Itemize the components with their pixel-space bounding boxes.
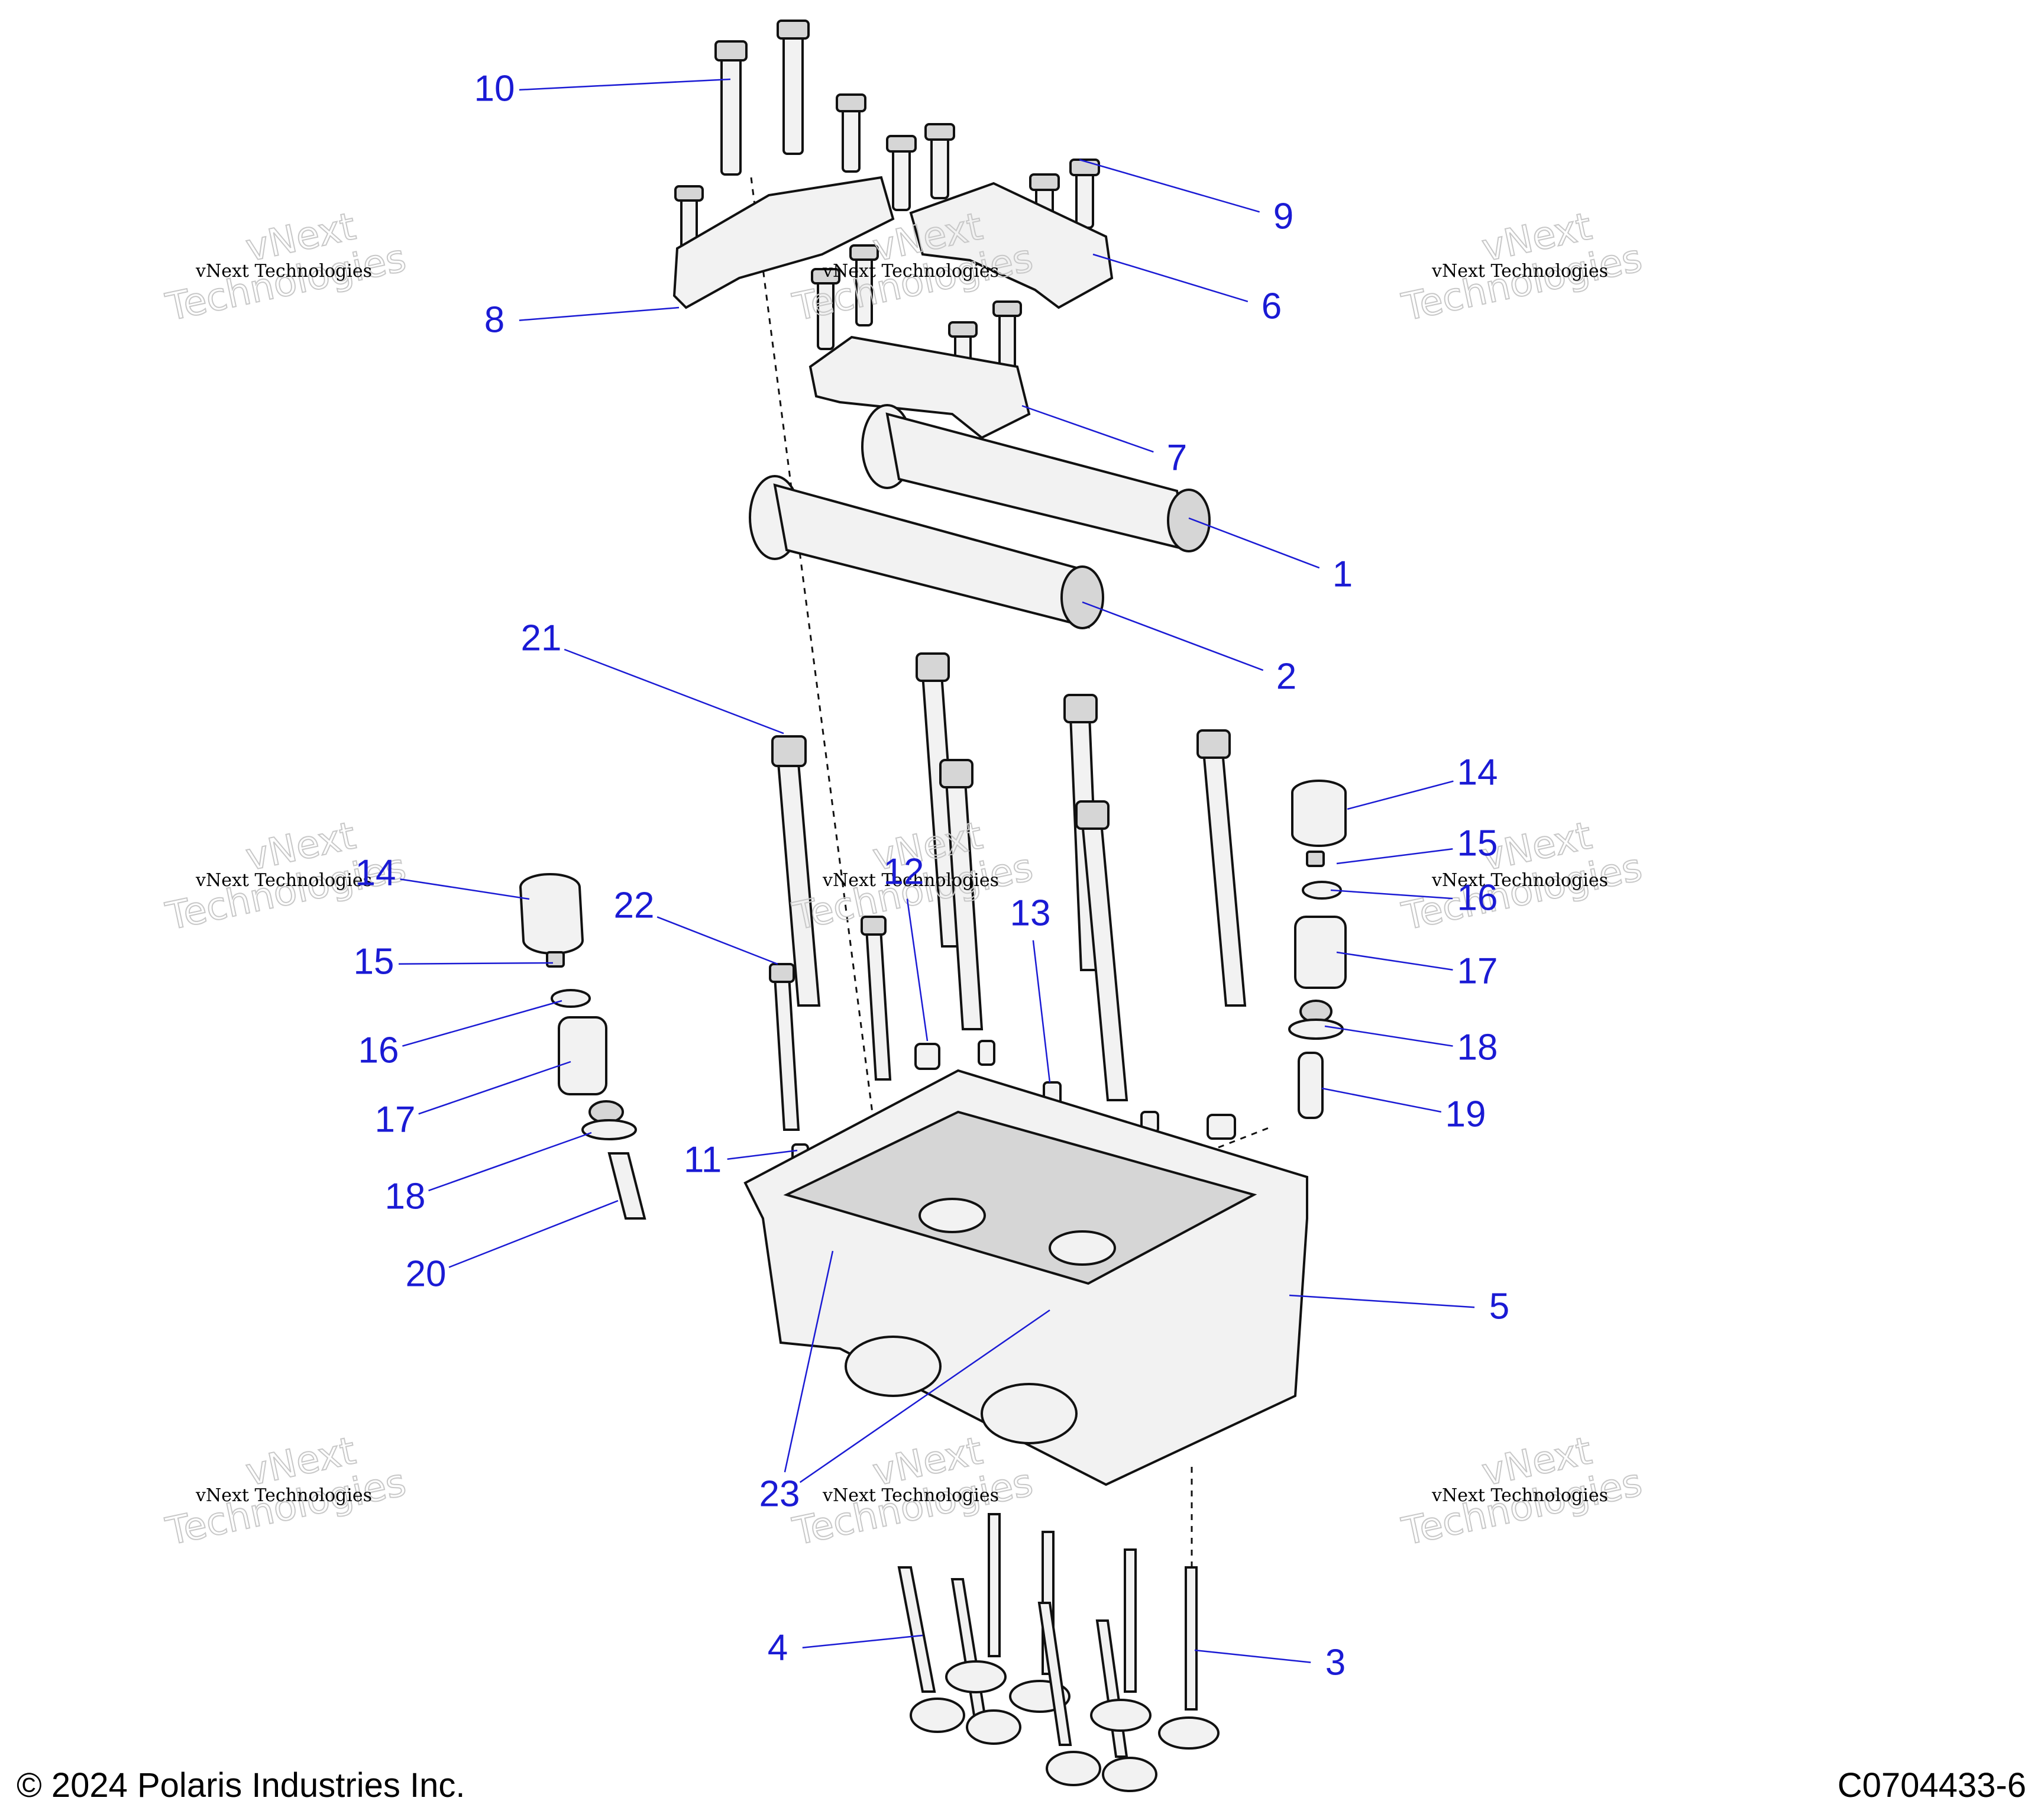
callout-number-10: 10 bbox=[474, 68, 515, 109]
callout-number-8: 8 bbox=[484, 299, 504, 340]
callout-number-16: 16 bbox=[358, 1030, 399, 1071]
callout-number-4: 4 bbox=[768, 1627, 788, 1668]
callout-leader-19 bbox=[1321, 1087, 1442, 1113]
callout-leader-11 bbox=[727, 1149, 798, 1160]
callout-number-20: 20 bbox=[406, 1253, 447, 1294]
callout-leader-13 bbox=[1032, 940, 1051, 1083]
assembly-guide-lines bbox=[750, 177, 1272, 1567]
callout-leader-22 bbox=[656, 916, 778, 965]
callout-leader-15 bbox=[398, 962, 554, 965]
callout-leader-5 bbox=[1289, 1294, 1475, 1308]
callout-number-6: 6 bbox=[1262, 286, 1282, 326]
callout-number-7: 7 bbox=[1167, 437, 1187, 478]
cam-cap-bolts bbox=[674, 20, 1100, 397]
camshafts bbox=[749, 404, 1211, 629]
valve-train-left bbox=[519, 873, 646, 1220]
callout-number-18: 18 bbox=[1457, 1027, 1498, 1068]
watermark-small: vNext Technologies bbox=[1431, 261, 1608, 282]
copyright-notice: © 2024 Polaris Industries Inc. bbox=[17, 1766, 465, 1805]
callout-number-9: 9 bbox=[1273, 196, 1293, 237]
callout-leader-9 bbox=[1079, 159, 1260, 213]
callout-number-11: 11 bbox=[684, 1139, 722, 1180]
callout-leader-14 bbox=[400, 878, 530, 900]
watermark-small: vNext Technologies bbox=[822, 261, 999, 282]
callout-leader-23-secondary bbox=[799, 1309, 1050, 1483]
callout-leader-17 bbox=[1336, 951, 1453, 971]
callout-number-15: 15 bbox=[1457, 823, 1498, 864]
callout-leader-7 bbox=[1021, 405, 1154, 453]
watermark-small: vNext Technologies bbox=[195, 1485, 372, 1506]
callout-number-5: 5 bbox=[1489, 1286, 1509, 1327]
callout-number-12: 12 bbox=[884, 851, 924, 892]
watermark-small: vNext Technologies bbox=[1431, 1485, 1608, 1506]
valves bbox=[897, 1513, 1220, 1792]
dowels bbox=[791, 1040, 1236, 1167]
callout-number-19: 19 bbox=[1445, 1094, 1486, 1134]
callout-leader-23 bbox=[784, 1250, 834, 1473]
callout-leader-14 bbox=[1347, 780, 1454, 810]
callout-leader-17 bbox=[418, 1061, 571, 1115]
callout-leader-10 bbox=[519, 78, 731, 91]
callout-number-1: 1 bbox=[1333, 554, 1353, 594]
callout-leader-21 bbox=[564, 648, 784, 735]
cylinder-head bbox=[743, 1069, 1308, 1486]
watermark-small: vNext Technologies bbox=[822, 870, 999, 891]
callout-number-17: 17 bbox=[375, 1099, 416, 1140]
callout-number-3: 3 bbox=[1325, 1642, 1346, 1683]
watermark-small: vNext Technologies bbox=[822, 1485, 999, 1506]
callout-number-15: 15 bbox=[354, 941, 394, 982]
callout-leader-18 bbox=[428, 1131, 592, 1192]
callout-leader-2 bbox=[1082, 601, 1264, 671]
callout-number-21: 21 bbox=[521, 617, 562, 658]
callout-number-14: 14 bbox=[1457, 752, 1498, 793]
cam-caps bbox=[672, 176, 1114, 439]
valve-train-right bbox=[1288, 780, 1347, 1119]
callout-number-2: 2 bbox=[1276, 656, 1296, 697]
callout-leader-1 bbox=[1188, 517, 1320, 569]
callout-leader-3 bbox=[1194, 1649, 1311, 1663]
callout-leader-16 bbox=[402, 1000, 562, 1047]
callout-leader-8 bbox=[519, 306, 680, 321]
callout-number-16: 16 bbox=[1457, 877, 1498, 918]
callout-leader-16 bbox=[1330, 889, 1453, 900]
watermark-small: vNext Technologies bbox=[195, 870, 372, 891]
callout-leader-6 bbox=[1092, 253, 1249, 302]
watermark-small: vNext Technologies bbox=[195, 261, 372, 282]
callout-leader-15 bbox=[1336, 848, 1453, 865]
figure-id: C0704433-6 bbox=[1837, 1766, 2026, 1805]
callout-number-14: 14 bbox=[355, 852, 396, 893]
callout-leader-4 bbox=[802, 1634, 923, 1648]
head-bolts bbox=[769, 652, 1247, 1131]
callout-leader-20 bbox=[448, 1200, 619, 1268]
watermark-small: vNext Technologies bbox=[1431, 870, 1608, 891]
callout-number-23: 23 bbox=[759, 1473, 800, 1514]
callout-number-17: 17 bbox=[1457, 950, 1498, 991]
callout-number-22: 22 bbox=[614, 885, 655, 926]
callout-number-18: 18 bbox=[385, 1176, 426, 1217]
callout-number-13: 13 bbox=[1010, 893, 1051, 933]
callout-leader-18 bbox=[1324, 1025, 1453, 1047]
callout-leader-12 bbox=[906, 898, 929, 1042]
